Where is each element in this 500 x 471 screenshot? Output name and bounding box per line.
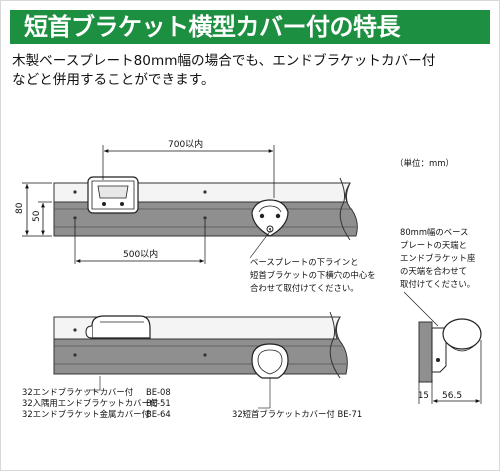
bottom-bracket-cover bbox=[251, 343, 289, 379]
description: 木製ベースプレート80mm幅の場合でも、エンドブラケットカバー付 などと併用する… bbox=[12, 52, 492, 90]
dim-80: 80 bbox=[15, 202, 25, 214]
side-note: 80mm幅のベース プレートの天端と エンドブラケット座 の天端を合わせて 取付… bbox=[400, 227, 478, 289]
side-diagram: 80mm幅のベース プレートの天端と エンドブラケット座 の天端を合わせて 取付… bbox=[400, 227, 482, 404]
dim-15: 15 bbox=[418, 391, 429, 401]
dim-500: 500以内 bbox=[123, 248, 158, 260]
part-codes: BE-08 BE-51 BE-64 bbox=[146, 387, 173, 419]
side-base-plate bbox=[418, 321, 433, 383]
break-line bbox=[339, 177, 351, 241]
top-diagram: 700以内 500以内 80 50 ベースプレートの下ラインと 短首ブラケットの… bbox=[15, 138, 378, 293]
dim-700: 700以内 bbox=[168, 138, 203, 150]
bracket-label: 32短首ブラケットカバー付 BE-71 bbox=[232, 409, 362, 419]
short-neck-bracket bbox=[251, 199, 289, 237]
dim-50: 50 bbox=[32, 210, 42, 222]
side-handrail bbox=[442, 318, 482, 350]
dim-56-5: 56.5 bbox=[442, 391, 462, 401]
description-line-1: 木製ベースプレート80mm幅の場合でも、エンドブラケットカバー付 bbox=[12, 53, 436, 69]
page-title: 短首ブラケット横型カバー付の特長 bbox=[24, 13, 401, 41]
bottom-diagram: 32エンドブラケットカバー付 32入隅用エンドブラケットカバー付 32エンドブラ… bbox=[22, 311, 362, 419]
end-bracket-cover bbox=[87, 176, 139, 214]
description-line-2: などと併用することができます。 bbox=[12, 72, 215, 88]
note-leader bbox=[249, 229, 272, 259]
bottom-end-cover bbox=[85, 315, 151, 339]
part-list: 32エンドブラケットカバー付 32入隅用エンドブラケットカバー付 32エンドブラ… bbox=[22, 387, 161, 419]
top-note: ベースプレートの下ラインと 短首ブラケットの下横穴の中心を 合わせて取付けてくだ… bbox=[250, 257, 378, 293]
title-bar: 短首ブラケット横型カバー付の特長 bbox=[10, 10, 490, 44]
unit-label: （単位：mm） bbox=[395, 158, 454, 169]
